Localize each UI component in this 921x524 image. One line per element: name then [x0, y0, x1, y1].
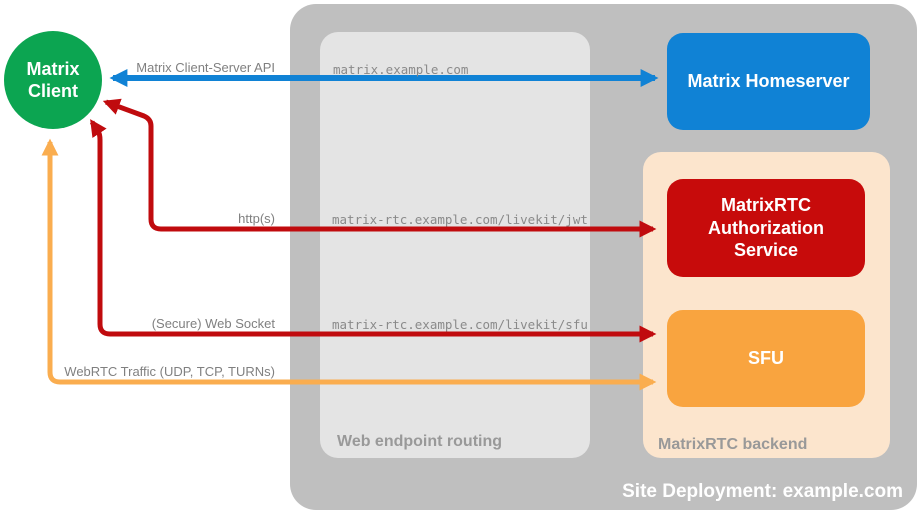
sfu-label: SFU: [748, 348, 784, 369]
endpoint-url-livekit-sfu: matrix-rtc.example.com/livekit/sfu: [332, 317, 588, 332]
web-endpoint-routing-label: Web endpoint routing: [337, 433, 503, 450]
auth-service-node: MatrixRTC Authorization Service: [667, 179, 865, 277]
matrixrtc-backend-label: MatrixRTC backend: [658, 436, 808, 453]
matrix-client-label: Matrix Client: [26, 58, 80, 102]
web-socket-arrow-label: (Secure) Web Socket: [151, 316, 275, 331]
site-deployment-label: Site Deployment: example.com: [622, 481, 903, 502]
https-arrow-label: http(s): [238, 211, 275, 226]
client-server-api-label: Matrix Client-Server API: [136, 60, 275, 75]
web-endpoint-routing-container: [320, 32, 590, 458]
sfu-node: SFU: [667, 310, 865, 407]
matrix-homeserver-node: Matrix Homeserver: [667, 33, 870, 130]
auth-service-label: MatrixRTC Authorization Service: [708, 195, 824, 261]
matrix-homeserver-label: Matrix Homeserver: [687, 71, 850, 92]
matrix-client-node: Matrix Client: [4, 31, 102, 129]
endpoint-url-livekit-jwt: matrix-rtc.example.com/livekit/jwt: [332, 212, 588, 227]
webrtc-arrow-label: WebRTC Traffic (UDP, TCP, TURNs): [64, 364, 275, 379]
endpoint-url-homeserver: matrix.example.com: [333, 62, 469, 77]
